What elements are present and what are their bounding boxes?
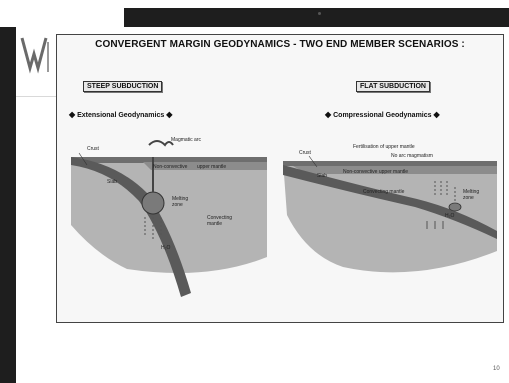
right-mantle: [283, 161, 497, 273]
compressional-text: Compressional Geodynamics: [333, 112, 432, 119]
left-arrow-icon: ◆: [325, 110, 332, 119]
right-melting-blob: [448, 202, 462, 212]
slide-title: CONVERGENT MARGIN GEODYNAMICS - TWO END …: [95, 39, 465, 50]
flat-subduction-diagram: Crust Fertilisation of upper mantle No a…: [283, 144, 497, 273]
left-dark-bar: [0, 27, 16, 383]
volcano-plume-icon: [148, 140, 174, 147]
right-crust-label: Crust: [299, 150, 312, 156]
no-arc-label: No arc magmatism: [391, 153, 433, 159]
logo-icon: [20, 37, 49, 74]
steep-subduction-diagram: Crust Magmatic arc Non-convective upper …: [71, 137, 267, 297]
right-slab-label: Slab: [317, 173, 327, 179]
left-crust-label: Crust: [87, 146, 100, 152]
left-melting-blob: [141, 191, 165, 215]
steep-subduction-label: STEEP SUBDUCTION: [83, 81, 163, 92]
right-nonconvective-layer: [293, 166, 497, 174]
extensional-text: Extensional Geodynamics: [77, 112, 165, 119]
right-lower-arrows: [426, 221, 444, 229]
right-crust: [283, 161, 497, 166]
left-upper-mantle-label: upper mantle: [197, 164, 226, 170]
left-nonconvective-layer: [143, 162, 267, 170]
right-arrow-icon: ◆: [433, 110, 440, 119]
left-crust-pointer: [78, 152, 88, 166]
page-number: 10: [493, 366, 500, 372]
left-slab: [71, 157, 191, 297]
left-mantle-label: mantle: [207, 221, 222, 227]
compressional-subtitle: ◆ Compressional Geodynamics ◆: [325, 110, 440, 119]
left-mantle: [71, 157, 267, 273]
right-zone-label: zone: [463, 195, 474, 201]
left-melting-label: Melting: [172, 196, 188, 202]
left-zone-label: zone: [172, 202, 183, 208]
right-h2o-label: H₂O: [445, 213, 455, 219]
left-nonconvective-label: Non-convective: [153, 164, 188, 170]
logo-divider: [16, 96, 56, 97]
right-crust-pointer: [308, 155, 318, 168]
left-convecting-label: Convecting: [207, 215, 232, 221]
right-slab: [283, 165, 497, 239]
slide-frame: CONVERGENT MARGIN GEODYNAMICS - TWO END …: [56, 34, 504, 323]
flat-subduction-label: FLAT SUBDUCTION: [356, 81, 430, 92]
right-arrow-icon: ◆: [166, 110, 173, 119]
left-h2o-label: H₂O: [161, 245, 171, 251]
magmatic-arc-label: Magmatic arc: [171, 137, 202, 143]
left-crust: [71, 157, 267, 163]
geodynamics-diagram: Crust Magmatic arc Non-convective upper …: [71, 137, 497, 297]
extensional-subtitle: ◆ Extensional Geodynamics ◆: [69, 110, 172, 119]
right-nonconvective-label: Non-convective upper mantle: [343, 169, 408, 175]
left-fluid-arrows: [144, 217, 162, 239]
top-bar-marker: [318, 12, 321, 15]
fertilisation-label: Fertilisation of upper mantle: [353, 144, 415, 150]
right-fluid-arrows: [434, 179, 456, 201]
top-dark-bar: [124, 8, 509, 27]
left-slab-label: Slab: [107, 179, 117, 185]
right-convecting-label: Convecting mantle: [363, 189, 405, 195]
left-arrow-icon: ◆: [69, 110, 76, 119]
right-melting-label: Melting: [463, 189, 479, 195]
